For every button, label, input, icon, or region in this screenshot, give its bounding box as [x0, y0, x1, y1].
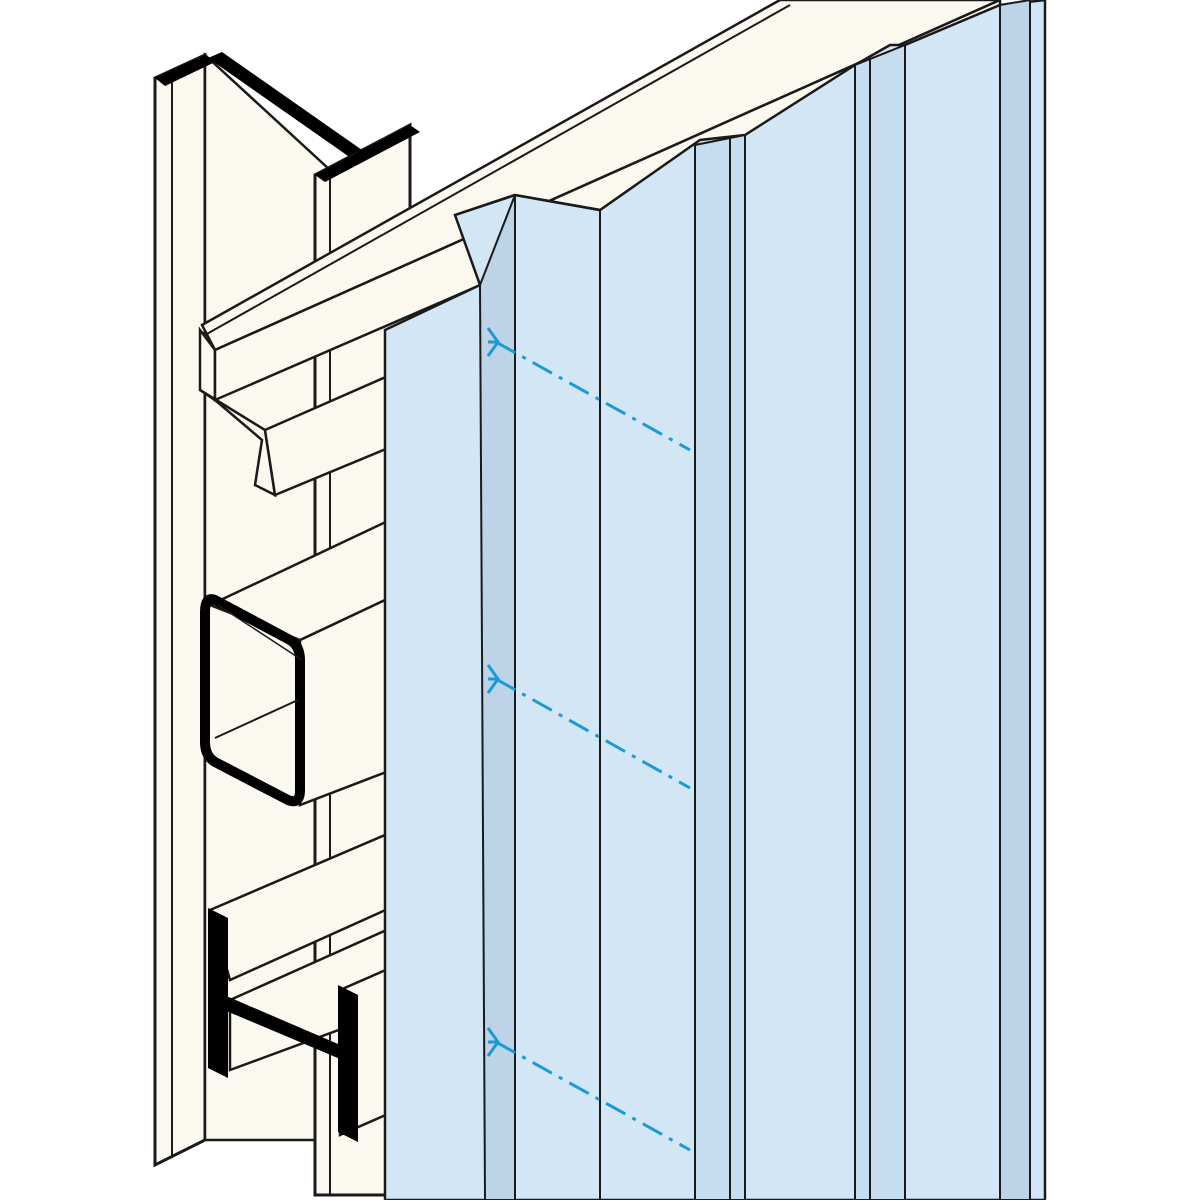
column-section-cut — [155, 52, 420, 182]
fastener-lines — [486, 327, 691, 1152]
rhs-section-cut — [200, 594, 305, 807]
trapezoidal-profiled-sheet — [383, 0, 1047, 1200]
fastener-top — [486, 327, 691, 452]
fastener-middle — [486, 664, 691, 790]
h-section-cut — [208, 908, 358, 1142]
fastener-bottom — [486, 1027, 691, 1152]
sheet-fold-lines — [384, 0, 1046, 1200]
column-back-flange — [153, 52, 207, 1168]
z-purlin-top-flange — [200, 0, 1001, 352]
